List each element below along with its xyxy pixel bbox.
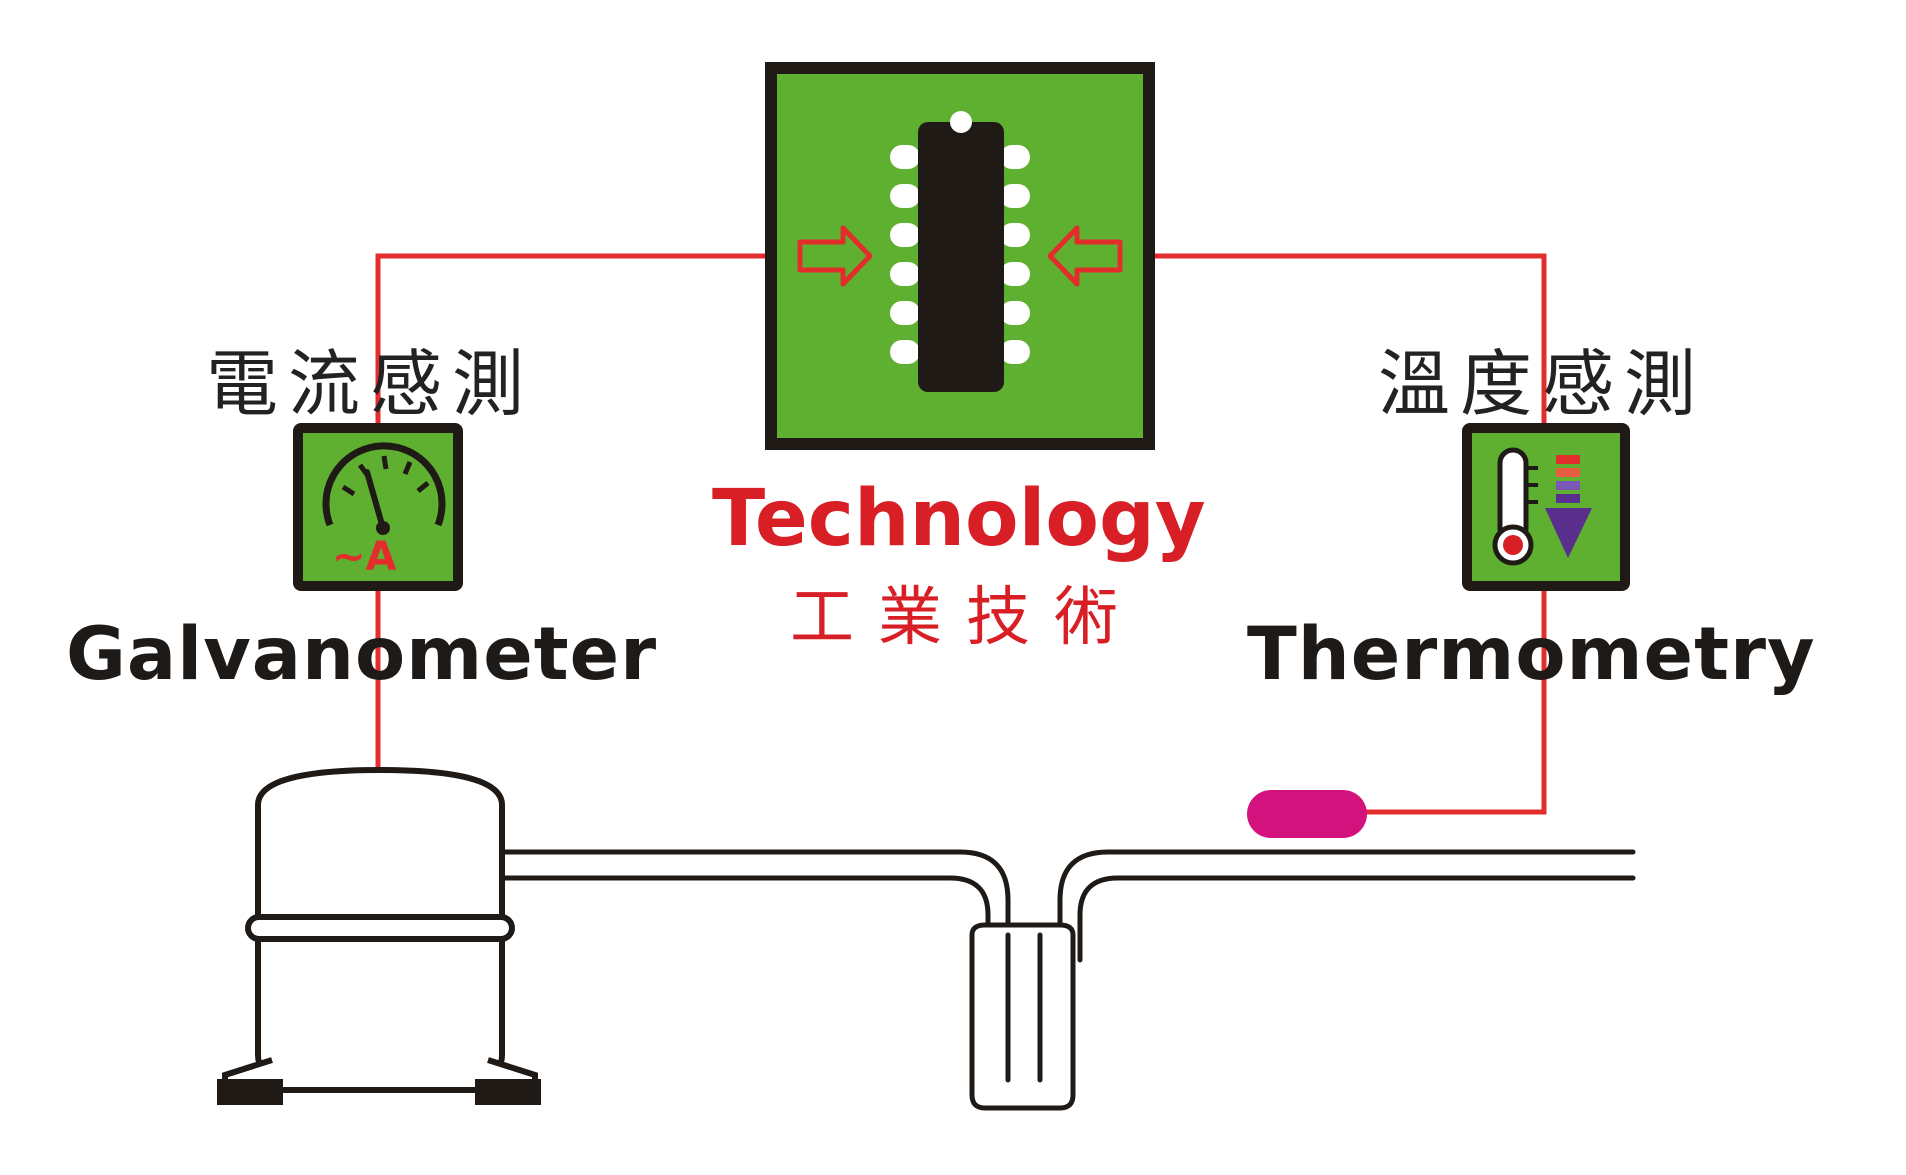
galvanometer-label: Galvanometer xyxy=(66,612,658,697)
thermometer-icon xyxy=(1462,423,1630,591)
ic-chip-icon xyxy=(765,62,1155,450)
gauge-unit-label: ~A xyxy=(332,534,397,580)
temperature-probe-icon xyxy=(1247,790,1367,838)
compressor-tank-icon xyxy=(217,766,541,1105)
industrial-technology-subtitle: 工業技術 xyxy=(790,581,1142,655)
technology-title: Technology xyxy=(712,474,1206,564)
temperature-sensing-label: 溫度感測 xyxy=(1378,342,1707,426)
refrigerant-pipe-icon xyxy=(499,849,1636,1111)
current-sensing-label: 電流感測 xyxy=(206,342,535,426)
thermometry-label: Thermometry xyxy=(1247,612,1816,697)
left-wire xyxy=(375,253,765,770)
ammeter-gauge-icon: ~A xyxy=(293,423,463,591)
